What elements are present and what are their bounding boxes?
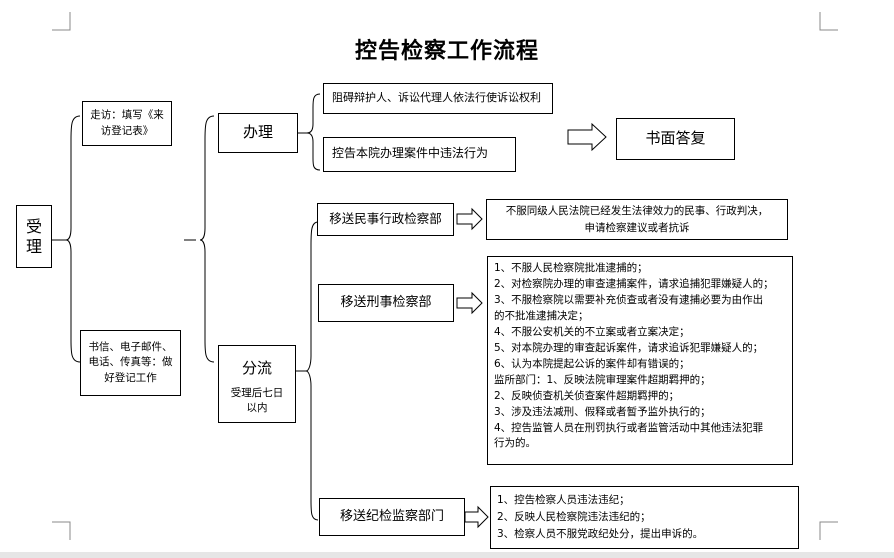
accept-label: 受理 [25,217,42,256]
criminal-detail-line: 行为的。 [494,437,536,450]
reply-box: 书面答复 [616,118,735,160]
criminal-box: 移送刑事检察部 [318,284,454,322]
criminal-detail-line: 1、不服人民检察院批准逮捕的； [494,262,648,274]
arrow-to-civil-detail [456,207,483,231]
arrow-to-reply [567,122,607,152]
criminal-detail-line: 监所部门：1、反映法院审理案件超期羁押的； [494,373,711,386]
mail-box: 书信、电子邮件、电话、传真等：做好登记工作 [80,330,181,396]
handle-label: 办理 [242,123,273,142]
criminal-detail-line: 4、控告监管人员在刑罚执行或者监管活动中其他违法犯罪 [494,421,764,434]
discipline-detail-line: 2、反映人民检察院违法违纪的； [497,510,651,523]
divert-box: 分流 受理后七日以内 [218,345,296,423]
discipline-label: 移送纪检监察部门 [339,508,444,524]
criminal-detail-line: 2、反映侦查机关侦查案件超期羁押的； [494,389,680,402]
civil-label: 移送民事行政检察部 [329,211,442,227]
visit-text: 走访：填写《来访登记表》 [90,109,164,137]
civil-detail-line-1: 不服同级人民法院已经发生法律效力的民事、行政判决， [505,205,769,217]
handle-item-2-text: 控告本院办理案件中违法行为 [332,146,489,160]
handle-box: 办理 [218,113,298,153]
civil-detail-line-2: 申请检察建议或者抗诉 [584,221,690,234]
criminal-label: 移送刑事检察部 [340,294,432,310]
arrow-to-discipline-detail [464,505,489,529]
handle-item-1-text: 阻碍辩护人、诉讼代理人依法行使诉讼权利 [332,91,541,104]
discipline-detail-line: 3、检察人员不服党政纪处分，提出申诉的。 [497,527,704,540]
criminal-detail-line: 2、对检察院办理的审查逮捕案件，请求追捕犯罪嫌疑人的； [494,277,774,290]
handle-item-2: 控告本院办理案件中违法行为 [323,137,516,172]
discipline-detail: 1、控告检察人员违法违纪； 2、反映人民检察院违法违纪的； 3、检察人员不服党政… [490,486,799,549]
reply-label: 书面答复 [645,129,706,148]
arrow-to-criminal-detail [456,291,483,315]
criminal-detail: 1、不服人民检察院批准逮捕的； 2、对检察院办理的审查逮捕案件，请求追捕犯罪嫌疑… [487,256,793,465]
criminal-detail-line: 4、不服公安机关的不立案或者立案决定； [494,325,690,338]
accept-box: 受理 [16,205,52,268]
page-title: 控告检察工作流程 [354,39,539,64]
discipline-detail-line: 1、控告检察人员违法违纪； [497,494,630,506]
criminal-detail-line: 3、涉及违法减刑、假释或者暂予监外执行的； [494,405,711,418]
criminal-detail-line: 的不批准逮捕决定； [494,309,589,322]
visit-box: 走访：填写《来访登记表》 [82,101,172,146]
window-bottom-strip [0,552,894,558]
handle-item-1: 阻碍辩护人、诉讼代理人依法行使诉讼权利 [323,83,553,114]
criminal-detail-line: 6、认为本院提起公诉的案件却有错误的； [494,357,690,370]
mail-text: 书信、电子邮件、电话、传真等：做好登记工作 [88,341,173,384]
divert-note: 受理后七日以内 [230,386,284,414]
divert-label: 分流 [241,359,272,377]
civil-detail: 不服同级人民法院已经发生法律效力的民事、行政判决， 申请检察建议或者抗诉 [486,199,788,240]
discipline-box: 移送纪检监察部门 [319,498,465,536]
criminal-detail-line: 5、对本院办理的审查起诉案件，请求追诉犯罪嫌疑人的； [494,341,764,354]
civil-box: 移送民事行政检察部 [317,203,454,236]
criminal-detail-line: 3、不服检察院以需要补充侦查或者没有逮捕必要为由作出 [494,293,764,306]
